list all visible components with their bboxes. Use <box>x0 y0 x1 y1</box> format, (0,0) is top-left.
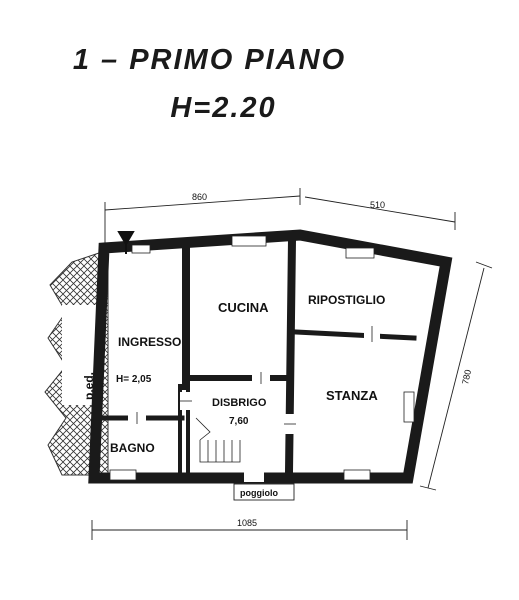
plan-title: 1 – PRIMO PIANO <box>72 44 347 76</box>
room-bagno-label: BAGNO <box>110 441 155 455</box>
interior-walls <box>97 235 417 477</box>
dimension-bottom-value: 1085 <box>237 518 257 528</box>
plan-height: H=2.20 <box>170 92 277 124</box>
room-disbrigo-label: DISBRIGO <box>212 397 267 409</box>
room-ripostiglio-label: RIPOSTIGLIO <box>308 293 385 307</box>
room-stanza-label: STANZA <box>326 388 378 403</box>
outer-walls <box>88 229 453 484</box>
dimension-right <box>419 261 493 491</box>
poggiolo-label: poggiolo <box>240 488 278 498</box>
entrance-arrow-icon <box>117 231 135 254</box>
poggiolo-outline <box>233 483 295 501</box>
dimension-top-left <box>104 188 301 250</box>
room-cucina-label: CUCINA <box>218 300 269 315</box>
room-ingresso-label: INGRESSO <box>118 335 181 349</box>
dimension-top-right-value: 510 <box>370 200 385 210</box>
dimension-top-left-value: 860 <box>192 192 207 202</box>
room-ingresso-height: H= 2,05 <box>116 374 152 385</box>
dimension-bottom <box>91 520 408 540</box>
dimension-top-right <box>304 196 456 230</box>
stair-icon <box>195 417 241 463</box>
dimension-right-value: 780 <box>460 369 473 386</box>
windows <box>109 235 415 481</box>
room-disbrigo-area: 7,60 <box>229 416 249 427</box>
